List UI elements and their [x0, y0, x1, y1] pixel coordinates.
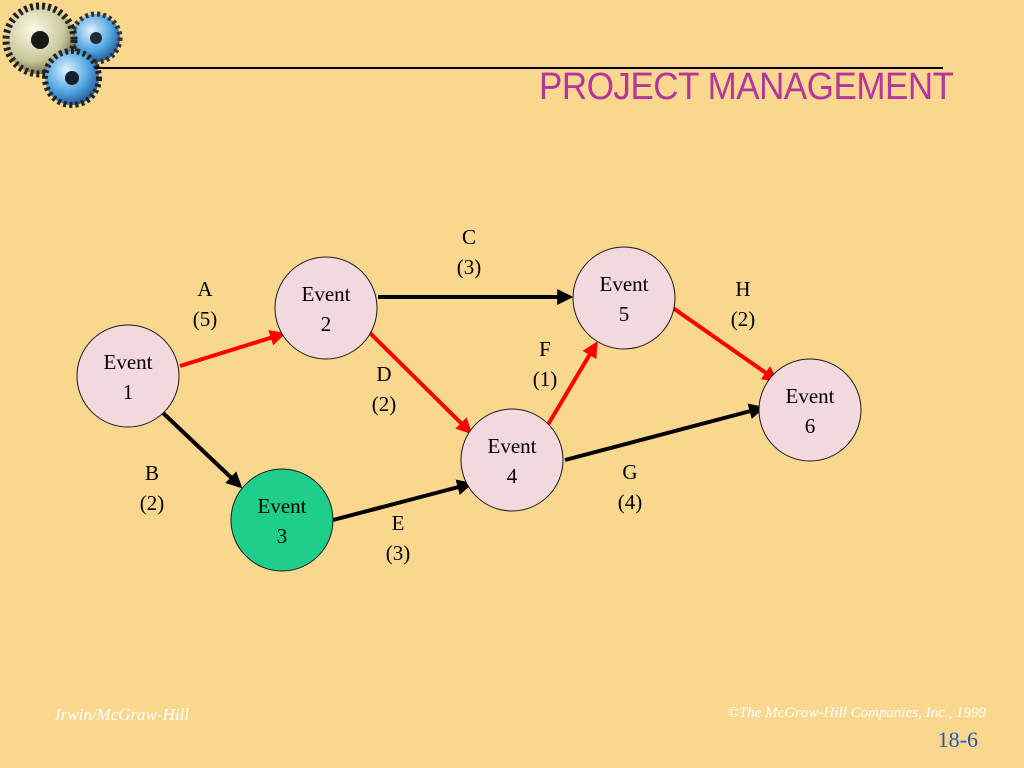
- footer-publisher: Irwin/McGraw-Hill: [55, 705, 190, 724]
- event-2-number: 2: [321, 312, 332, 336]
- event-6-number: 6: [805, 414, 816, 438]
- edge-a-activity-label: A: [197, 277, 213, 301]
- edge-b-duration-label: (2): [140, 491, 165, 515]
- event-2-label: Event: [302, 282, 351, 306]
- edge-e-arrow: [332, 479, 474, 522]
- edge-h-duration-label: (2): [731, 307, 756, 331]
- event-3-number: 3: [277, 524, 288, 548]
- event-5-number: 5: [619, 302, 630, 326]
- event-2-node: [274, 256, 378, 360]
- event-1-label: Event: [104, 350, 153, 374]
- event-5-node: [572, 246, 676, 350]
- edge-h-activity-label: H: [735, 277, 750, 301]
- event-4-node: [460, 408, 564, 512]
- edge-d-activity-label: D: [376, 362, 391, 386]
- event-5-label: Event: [600, 272, 649, 296]
- edge-g-duration-label: (4): [618, 490, 643, 514]
- event-4-number: 4: [507, 464, 518, 488]
- edge-f-arrow: [544, 341, 598, 430]
- edge-h-arrow: [671, 306, 779, 382]
- event-4-label: Event: [488, 434, 537, 458]
- edge-a-duration-label: (5): [193, 307, 218, 331]
- event-3-node: [230, 468, 334, 572]
- gears-logo-icon: [2, 2, 123, 108]
- edge-c-activity-label: C: [462, 225, 476, 249]
- event-1-number: 1: [123, 380, 134, 404]
- edge-a-arrow: [179, 330, 287, 368]
- page-title: PROJECT MANAGEMENT: [539, 66, 954, 108]
- edge-b-arrow: [160, 410, 243, 489]
- footer-copyright: ©The McGraw-Hill Companies, Inc., 1999: [727, 705, 986, 721]
- edge-f-activity-label: F: [539, 337, 551, 361]
- event-6-label: Event: [786, 384, 835, 408]
- event-1-node: [76, 324, 180, 428]
- edge-b-activity-label: B: [145, 461, 159, 485]
- edge-e-activity-label: E: [392, 511, 405, 535]
- edge-e-duration-label: (3): [386, 541, 411, 565]
- page-number: 18-6: [937, 727, 978, 752]
- event-6-node: [758, 358, 862, 462]
- edge-g-arrow: [564, 403, 766, 462]
- edge-c-duration-label: (3): [457, 255, 482, 279]
- edge-d-arrow: [368, 331, 473, 435]
- title-rule: [95, 67, 943, 69]
- edge-g-activity-label: G: [622, 460, 637, 484]
- event-3-label: Event: [258, 494, 307, 518]
- edge-d-duration-label: (2): [372, 392, 397, 416]
- edge-f-duration-label: (1): [533, 367, 558, 391]
